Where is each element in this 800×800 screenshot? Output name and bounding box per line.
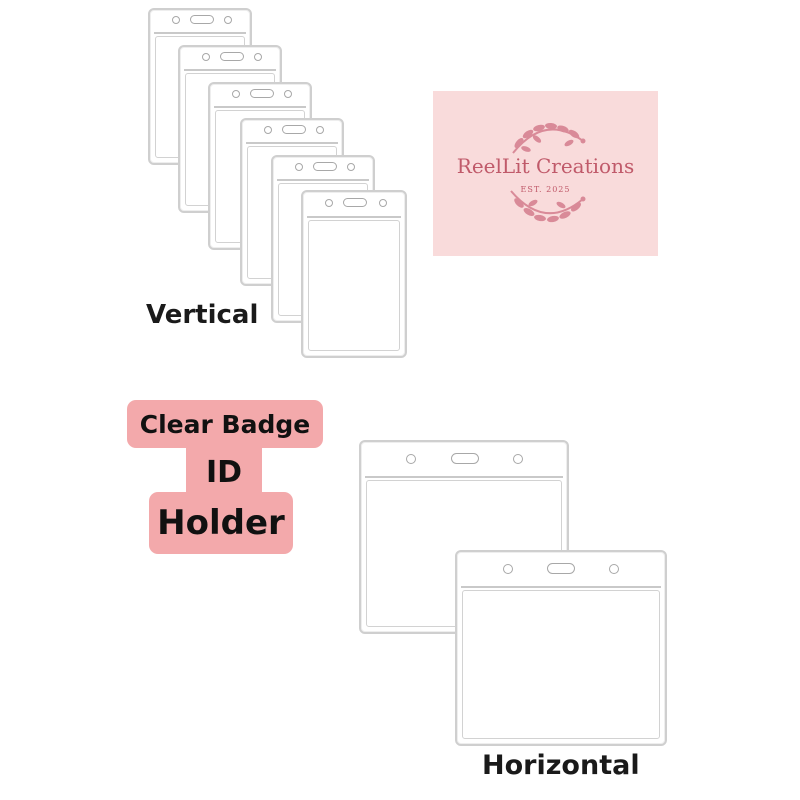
slot-hole xyxy=(313,162,337,171)
punch-hole xyxy=(284,90,292,98)
punch-hole xyxy=(316,126,324,134)
slot-hole xyxy=(190,15,214,24)
slot-hole xyxy=(451,453,479,464)
zip-seal xyxy=(184,69,276,71)
punch-hole xyxy=(325,199,333,207)
title-line1: Clear Badge xyxy=(139,409,311,439)
slot-hole xyxy=(220,52,244,61)
zip-seal xyxy=(365,476,563,478)
punch-hole xyxy=(232,90,240,98)
punch-hole xyxy=(202,53,210,61)
punch-hole xyxy=(503,564,513,574)
horizontal-label: Horizontal xyxy=(482,750,640,781)
brand-logo-card: ReelLit Creations EST. 2025 xyxy=(433,91,658,256)
zip-seal xyxy=(246,142,338,144)
horizontal-badge-front xyxy=(455,550,667,746)
punch-hole xyxy=(172,16,180,24)
brand-name: ReelLit Creations xyxy=(456,154,635,178)
title-pill-line1: Clear Badge xyxy=(127,400,323,448)
laurel-wreath-icon xyxy=(510,122,586,223)
card-window xyxy=(462,590,660,739)
zip-seal xyxy=(154,32,246,34)
vertical-badge-6 xyxy=(301,190,407,358)
punch-hole xyxy=(379,199,387,207)
punch-hole xyxy=(295,163,303,171)
zip-seal xyxy=(461,586,661,588)
punch-hole xyxy=(513,454,523,464)
punch-hole xyxy=(264,126,272,134)
punch-hole xyxy=(406,454,416,464)
punch-hole xyxy=(347,163,355,171)
title-line2: ID xyxy=(205,454,243,490)
title-pill-line2: ID xyxy=(186,448,262,496)
punch-hole xyxy=(254,53,262,61)
zip-seal xyxy=(307,216,401,218)
slot-hole xyxy=(250,89,274,98)
slot-hole xyxy=(282,125,306,134)
slot-hole xyxy=(547,563,575,574)
slot-hole xyxy=(343,198,367,207)
zip-seal xyxy=(277,179,369,181)
brand-tagline: EST. 2025 xyxy=(520,185,571,194)
zip-seal xyxy=(214,106,306,108)
punch-hole xyxy=(224,16,232,24)
vertical-label: Vertical xyxy=(146,300,259,330)
punch-hole xyxy=(609,564,619,574)
card-window xyxy=(308,220,400,351)
title-pill-line3: Holder xyxy=(149,492,293,554)
title-line3: Holder xyxy=(157,503,285,543)
